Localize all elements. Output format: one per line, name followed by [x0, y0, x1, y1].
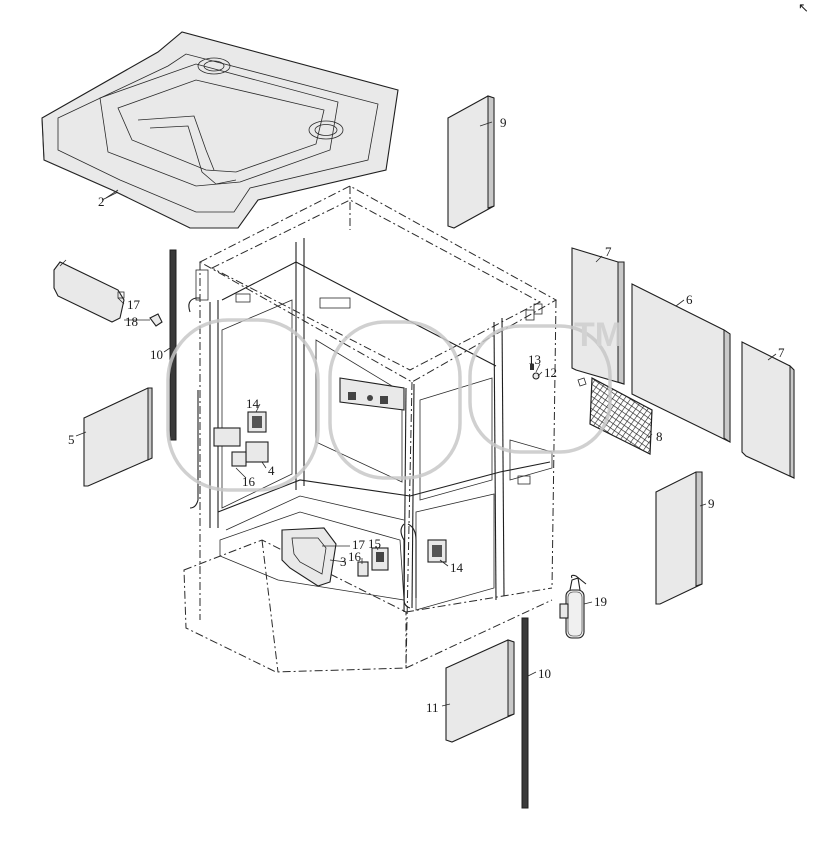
- callout-3: 3: [340, 554, 347, 569]
- callout-19: 19: [594, 594, 607, 609]
- part-12-13-fasteners: [530, 364, 540, 380]
- part-2-roof-headliner: [41, 31, 399, 229]
- part-16-clip: [357, 561, 369, 577]
- callout-12: 12: [544, 365, 557, 380]
- callout-15: 15: [368, 536, 381, 551]
- corner-mark: ↖: [798, 0, 809, 15]
- part-15-switch: [371, 547, 389, 571]
- grab-handles: [188, 297, 417, 609]
- callout-2: 2: [98, 194, 105, 209]
- callout-16-lower: 16: [348, 549, 362, 564]
- part-14-switch-lower: [427, 539, 447, 563]
- callout-4: 4: [268, 463, 275, 478]
- watermark-mark: TM: [574, 316, 623, 354]
- part-8-mesh-screen: [577, 377, 653, 455]
- callout-labels: 2 9 7 6 7 17 18 10 13 12 14 5 8 4 16 9 1…: [68, 115, 785, 715]
- callout-9-upper: 9: [500, 115, 507, 130]
- part-6-panel-large: [631, 283, 731, 443]
- callout-5: 5: [68, 432, 75, 447]
- callout-13: 13: [528, 352, 541, 367]
- callout-14-upper: 14: [246, 396, 260, 411]
- callout-10-left: 10: [150, 347, 163, 362]
- callout-18: 18: [125, 314, 138, 329]
- callout-17-visor: 17: [127, 297, 141, 312]
- callout-10-right: 10: [538, 666, 551, 681]
- part-3-step: [281, 527, 337, 587]
- part-9-panel-lower: [655, 471, 703, 605]
- part-11-floor-panel: [445, 639, 515, 743]
- part-17-sun-visor: [53, 259, 125, 323]
- callout-7-left: 7: [605, 244, 612, 259]
- part-10-weather-strip-left: [169, 249, 177, 441]
- leader-lines: [75, 121, 777, 707]
- part-7-panel-right: [741, 341, 795, 479]
- callout-11: 11: [426, 700, 439, 715]
- part-4-switch-panel: [213, 427, 269, 467]
- callout-17-lower: 17: [352, 537, 366, 552]
- callout-7-right: 7: [778, 345, 785, 360]
- watermark-logo: TM amg: [166, 316, 623, 492]
- callout-8: 8: [656, 429, 663, 444]
- part-14-switch-upper: [247, 411, 267, 433]
- part-18-visor-clip: [149, 313, 163, 327]
- callout-16-upper: 16: [242, 474, 256, 489]
- part-5-side-panel: [83, 387, 153, 487]
- callout-14-lower: 14: [450, 560, 464, 575]
- part-7-panel-left: [571, 247, 625, 385]
- instrument-console: [339, 377, 405, 411]
- callout-9-lower: 9: [708, 496, 715, 511]
- part-10-weather-strip-right: [521, 617, 529, 809]
- part-19-fire-extinguisher: [559, 574, 587, 639]
- callout-6: 6: [686, 292, 693, 307]
- part-9-panel-upper: [447, 95, 495, 229]
